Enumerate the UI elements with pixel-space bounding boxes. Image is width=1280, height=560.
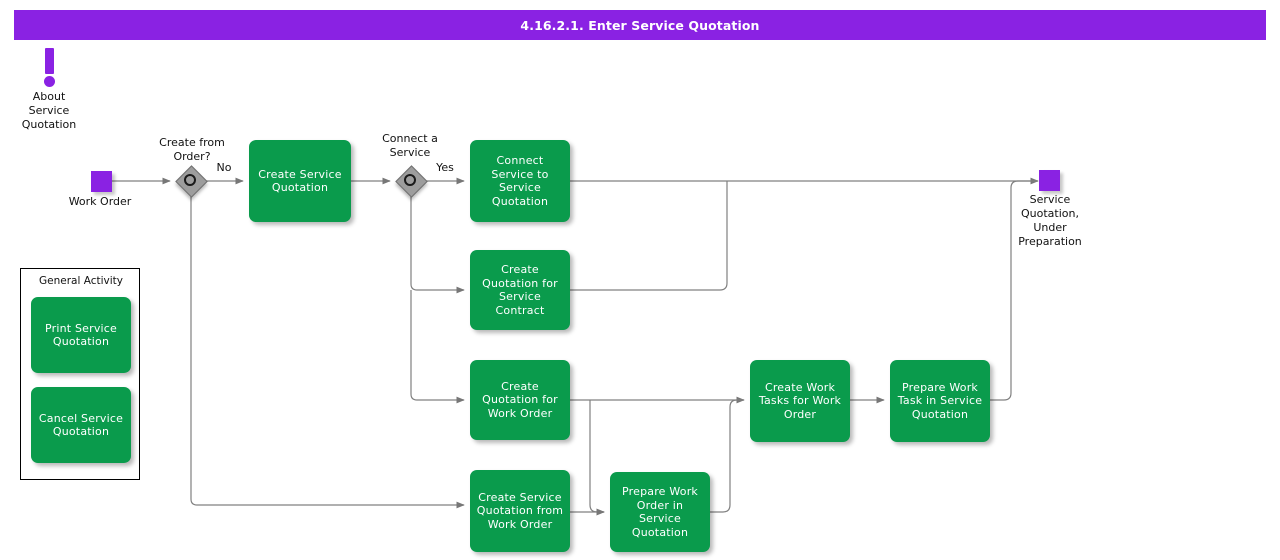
- task-prepare-work-order-in-service-quotation[interactable]: Prepare Work Order in Service Quotation: [610, 472, 710, 552]
- page-title: 4.16.2.1. Enter Service Quotation: [14, 10, 1266, 40]
- gateway-inclusive-circle-icon: [184, 174, 196, 186]
- general-activity-panel: General Activity Print Service Quotation…: [20, 268, 140, 480]
- gateway-connect-a-service-label: Connect a Service: [382, 132, 438, 159]
- task-prepare-work-task-in-service-quotation[interactable]: Prepare Work Task in Service Quotation: [890, 360, 990, 442]
- end-event-service-quotation-under-preparation[interactable]: [1039, 170, 1060, 191]
- gateway-create-from-order[interactable]: [175, 165, 208, 198]
- task-create-service-quotation-from-work-order[interactable]: Create Service Quotation from Work Order: [470, 470, 570, 552]
- gateway-create-from-order-label: Create from Order?: [159, 136, 225, 163]
- flow-label-no: No: [216, 161, 232, 174]
- start-event-work-order[interactable]: [91, 171, 112, 192]
- task-create-service-quotation[interactable]: Create Service Quotation: [249, 140, 351, 222]
- task-create-quotation-for-work-order[interactable]: Create Quotation for Work Order: [470, 360, 570, 440]
- exclamation-icon: [45, 48, 54, 74]
- task-connect-service-to-service-quotation[interactable]: Connect Service to Service Quotation: [470, 140, 570, 222]
- exclamation-dot-icon: [44, 76, 55, 87]
- task-cancel-service-quotation[interactable]: Cancel Service Quotation: [31, 387, 131, 463]
- flow-label-yes: Yes: [436, 161, 454, 174]
- task-print-service-quotation[interactable]: Print Service Quotation: [31, 297, 131, 373]
- general-activity-title: General Activity: [39, 275, 123, 287]
- end-event-label: Service Quotation, Under Preparation: [1018, 193, 1082, 248]
- task-create-quotation-for-service-contract[interactable]: Create Quotation for Service Contract: [470, 250, 570, 330]
- start-event-work-order-label: Work Order: [68, 195, 132, 208]
- task-create-work-tasks-for-work-order[interactable]: Create Work Tasks for Work Order: [750, 360, 850, 442]
- about-service-quotation-label: About Service Quotation: [21, 90, 77, 131]
- gateway-connect-a-service[interactable]: [395, 165, 428, 198]
- gateway-inclusive-circle-icon: [404, 174, 416, 186]
